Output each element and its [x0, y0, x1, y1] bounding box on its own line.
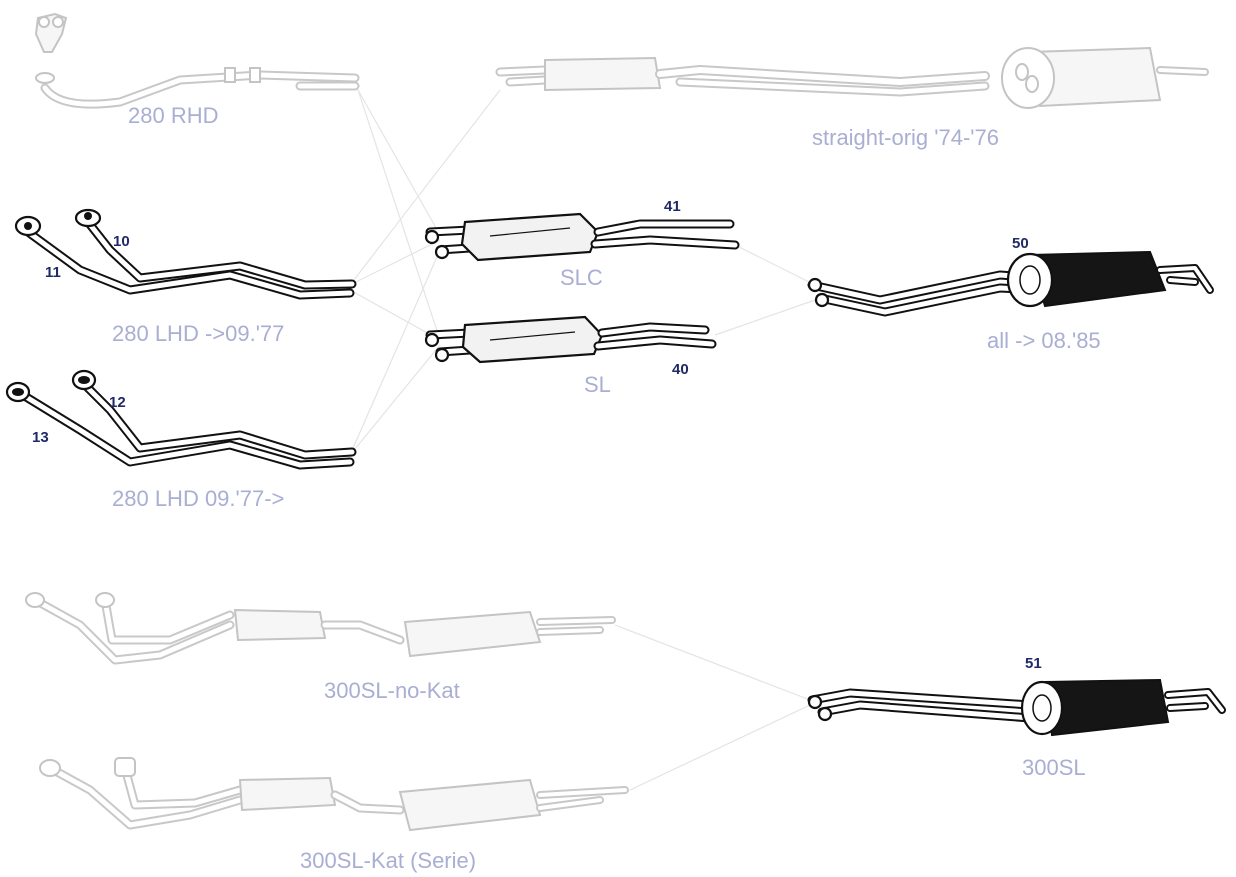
label-280-lhd-post: 280 LHD 09.'77->	[112, 486, 284, 511]
part-straight-orig[interactable]	[500, 48, 1205, 108]
label-280-lhd-pre: 280 LHD ->09.'77	[112, 321, 284, 346]
label-280-rhd: 280 RHD	[128, 103, 218, 128]
part-number-12: 12	[109, 394, 126, 411]
label-all-85: all -> 08.'85	[987, 328, 1101, 353]
part-sl-middle[interactable]	[426, 317, 712, 362]
part-280-lhd-pre[interactable]	[16, 210, 352, 295]
part-slc-middle[interactable]	[426, 214, 735, 260]
part-number-51: 51	[1025, 655, 1042, 672]
part-number-50: 50	[1012, 235, 1029, 252]
part-number-11: 11	[45, 264, 61, 281]
part-rear-silencer-51[interactable]	[809, 680, 1222, 735]
part-280-lhd-post[interactable]	[7, 371, 352, 465]
label-straight-orig: straight-orig '74-'76	[812, 125, 999, 150]
part-280-rhd[interactable]	[36, 14, 355, 104]
part-number-13: 13	[32, 429, 49, 446]
label-300sl: 300SL	[1022, 755, 1086, 780]
label-300sl-no-kat: 300SL-no-Kat	[324, 678, 460, 703]
label-slc: SLC	[560, 265, 603, 290]
part-number-41: 41	[664, 198, 681, 215]
label-sl: SL	[584, 372, 611, 397]
part-300sl-kat[interactable]	[40, 758, 625, 830]
part-number-40: 40	[672, 361, 689, 378]
part-rear-silencer-50[interactable]	[809, 252, 1210, 312]
part-300sl-no-kat[interactable]	[26, 593, 612, 660]
part-number-10: 10	[113, 233, 130, 250]
label-300sl-kat: 300SL-Kat (Serie)	[300, 848, 476, 873]
